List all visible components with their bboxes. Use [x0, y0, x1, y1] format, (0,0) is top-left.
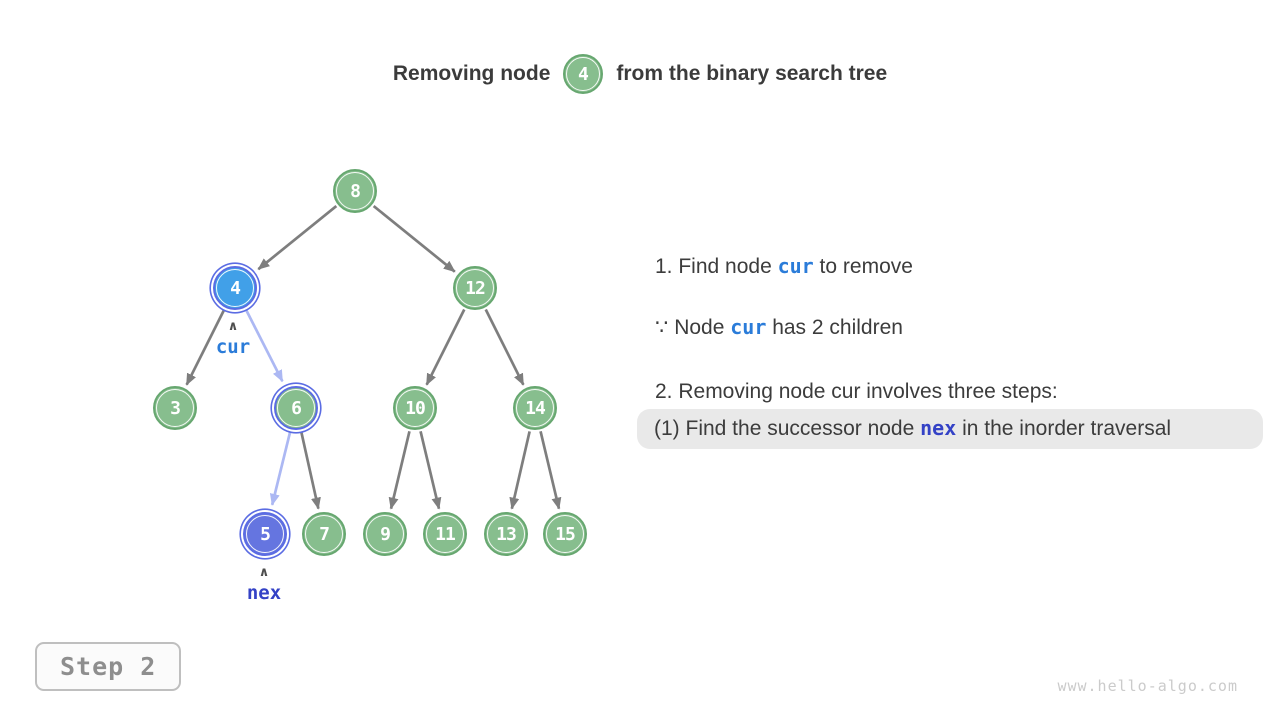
note-line-1: 1. Find node cur to remove: [655, 252, 913, 280]
note-text: has 2 children: [766, 316, 903, 339]
up-caret-icon: ∧: [227, 319, 239, 334]
tree-node-12: 12: [453, 266, 497, 310]
tree-node-10: 10: [393, 386, 437, 430]
pointer-cur: ∧ cur: [216, 320, 250, 357]
tree-node-4: 4: [213, 266, 257, 310]
tree-node-value: 12: [465, 277, 486, 299]
tree-node-value: 4: [230, 277, 241, 299]
tree-edge-12-10: [425, 308, 466, 386]
tree-node-14: 14: [513, 386, 557, 430]
tree-node-value: 10: [405, 397, 426, 419]
tree-node-3: 3: [153, 386, 197, 430]
tree-node-7: 7: [302, 512, 346, 556]
pointer-label: cur: [215, 336, 251, 358]
tree-node-value: 8: [350, 180, 361, 202]
note-text: in the inorder traversal: [956, 417, 1172, 440]
tree-edge-8-12: [372, 205, 456, 273]
keyword-cur: cur: [730, 315, 767, 339]
tree-edge-6-7: [299, 431, 321, 510]
tree-node-5: 5: [243, 512, 287, 556]
tree-node-11: 11: [423, 512, 467, 556]
tree-edge-14-13: [509, 431, 531, 510]
note-line-2: ∵ Node cur has 2 children: [655, 313, 903, 341]
watermark: www.hello-algo.com: [1057, 677, 1238, 695]
tree-node-value: 5: [260, 523, 271, 545]
step-badge: Step 2: [35, 642, 182, 691]
tree-edge-4-6: [244, 308, 284, 383]
tree-node-9: 9: [363, 512, 407, 556]
tree-node-6: 6: [274, 386, 318, 430]
note-text: to remove: [813, 255, 913, 278]
tree-node-8: 8: [333, 169, 377, 213]
step-badge-label: Step 2: [60, 652, 157, 681]
tree-edge-10-11: [419, 431, 442, 510]
tree-edge-14-15: [539, 431, 562, 510]
tree-node-value: 6: [291, 397, 302, 419]
tree-node-value: 13: [496, 523, 517, 545]
tree-node-value: 14: [525, 397, 546, 419]
tree-edge-4-3: [185, 308, 226, 386]
tree-node-value: 9: [380, 523, 391, 545]
keyword-cur: cur: [777, 254, 814, 278]
note-text: (1) Find the successor node: [654, 417, 921, 440]
keyword-nex: nex: [920, 416, 957, 440]
tree-node-value: 15: [555, 523, 576, 545]
tree-node-13: 13: [484, 512, 528, 556]
note-text: ∵ Node: [655, 316, 731, 339]
tree-node-value: 3: [170, 397, 181, 419]
note-text: 1. Find node: [655, 255, 778, 278]
note-line-4: (1) Find the successor node nex in the i…: [637, 409, 1263, 449]
tree-node-15: 15: [543, 512, 587, 556]
tree-node-value: 7: [319, 523, 330, 545]
pointer-nex: ∧ nex: [247, 566, 281, 603]
title-node-value: 4: [577, 63, 589, 85]
title-suffix: from the binary search tree: [616, 62, 888, 85]
note-line-3: 2. Removing node cur involves three step…: [655, 378, 1058, 406]
tree-node-value: 11: [435, 523, 456, 545]
page-title: Removing node 4 from the binary search t…: [0, 50, 1280, 98]
tree-edge-10-9: [388, 431, 411, 510]
tree-edge-12-14: [484, 308, 525, 386]
up-caret-icon: ∧: [258, 565, 270, 580]
pointer-label: nex: [246, 582, 282, 604]
tree-edge-8-4: [257, 205, 338, 271]
title-prefix: Removing node: [392, 62, 551, 85]
title-node-circle: 4: [563, 54, 604, 94]
tree-edge-6-5: [269, 430, 292, 506]
note-text: 2. Removing node cur involves three step…: [655, 380, 1058, 403]
